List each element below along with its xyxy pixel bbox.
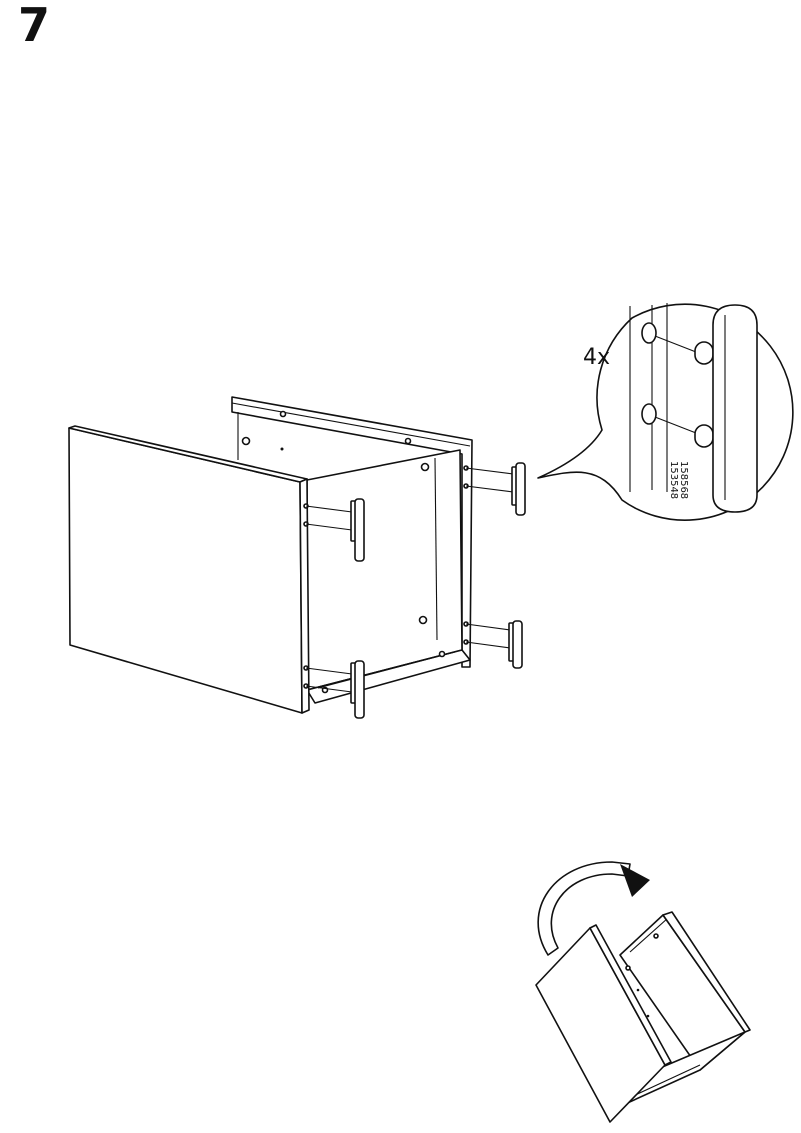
dowel-insert <box>509 621 522 668</box>
arrow-head <box>620 864 650 897</box>
quantity-label: 4x <box>583 345 610 370</box>
part-number-2: 153548 <box>668 461 679 499</box>
insert-body <box>713 305 757 512</box>
detail-callout: 4x 158568 153548 <box>538 303 793 520</box>
flip-illustration <box>536 862 750 1122</box>
cabinet-illustration <box>69 397 525 718</box>
dowel-insert <box>351 661 364 718</box>
dowel-insert <box>512 463 525 515</box>
